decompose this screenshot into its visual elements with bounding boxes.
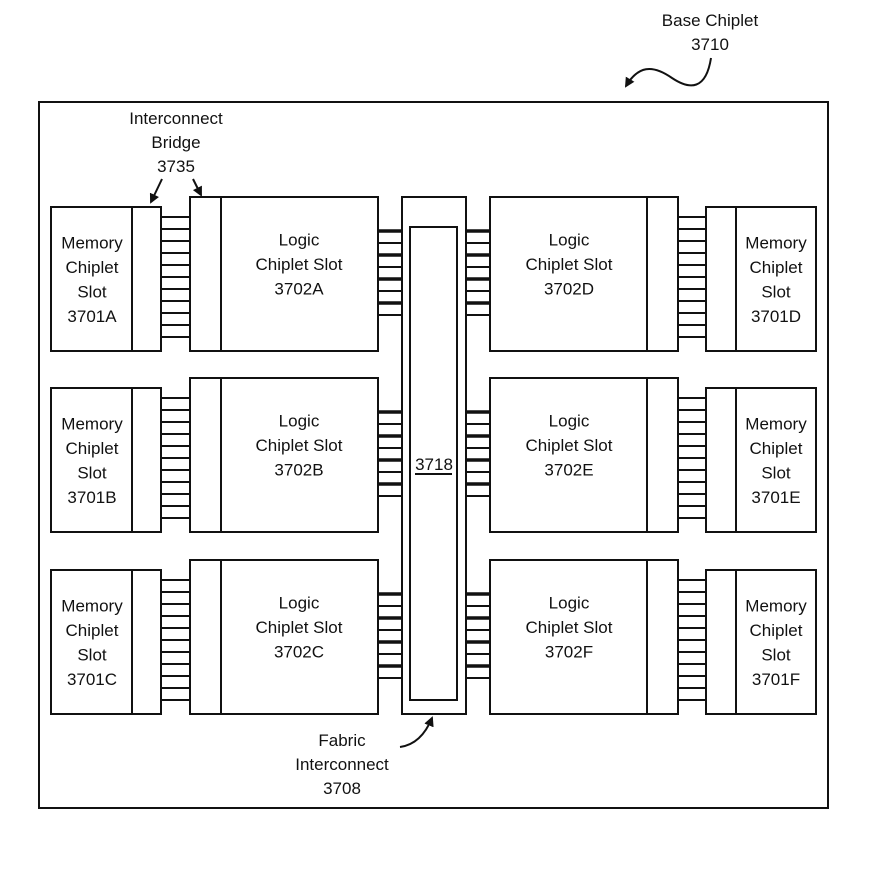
memory-slot-e-label-line4: 3701E [751,488,800,507]
memory-slot-d-label-line1: Memory [745,233,807,252]
fabric-interconnect-label-line3: 3708 [323,779,361,798]
logic-slot-f-label-line3: 3702F [545,643,593,662]
logic-slot-c-label-line3: 3702C [274,643,324,662]
memory-slot-f-label-line3: Slot [761,645,791,664]
memory-slot-c-label-line3: Slot [77,645,107,664]
fabric-interconnect-inner [409,226,458,701]
memory-slot-e-label-line3: Slot [761,463,791,482]
memory-chiplet-slot-f [705,569,817,715]
interconnect-bridge-label-line1: Interconnect [129,109,223,128]
memory-chiplet-slot-a [50,206,162,352]
memory-chiplet-slot-b [50,387,162,533]
logic-slot-b-label-line3: 3702B [274,461,323,480]
memory-slot-f-label-line4: 3701F [752,670,800,689]
logic-chiplet-slot-c [189,559,379,715]
fabric-interconnect-label-line2: Interconnect [295,755,389,774]
logic-chiplet-slot-d [489,196,679,352]
memory-slot-d-label-line2: Chiplet [750,258,803,277]
logic-chiplet-slot-a [189,196,379,352]
memory-slot-b-label-line1: Memory [61,414,123,433]
logic-slot-f-label-line1: Logic [549,594,590,613]
logic-slot-a-label-line1: Logic [279,231,320,250]
logic-slot-a-label-line2: Chiplet Slot [256,255,343,274]
interconnect-bridge-arrow-right [192,178,202,197]
memory-chiplet-slot-c [50,569,162,715]
fabric-interconnect-arrow [399,716,434,748]
logic-slot-d-label-line1: Logic [549,231,590,250]
memory-slot-b-label-line4: 3701B [67,488,116,507]
logic-chiplet-slot-b [189,377,379,533]
base-chiplet-label-line1: Base Chiplet [662,11,759,30]
logic-slot-f-label-line2: Chiplet Slot [526,618,613,637]
logic-slot-c-label-line1: Logic [279,594,320,613]
logic-slot-e-label-line2: Chiplet Slot [526,436,613,455]
memory-slot-e-label-line2: Chiplet [750,439,803,458]
memory-slot-c-label-line1: Memory [61,596,123,615]
memory-slot-b-label-line3: Slot [77,463,107,482]
memory-slot-a-label-line4: 3701A [67,307,117,326]
base-chiplet-arrow [624,57,712,88]
logic-slot-d-label-line3: 3702D [544,280,594,299]
memory-slot-f-label-line2: Chiplet [750,621,803,640]
logic-slot-d-label-line2: Chiplet Slot [526,255,613,274]
memory-slot-b-label-line2: Chiplet [66,439,119,458]
interconnect-bridge-label-line2: Bridge [151,133,200,152]
logic-chiplet-slot-e [489,377,679,533]
memory-slot-d-label-line3: Slot [761,282,791,301]
logic-slot-e-label-line3: 3702E [544,461,593,480]
memory-slot-f-label-line1: Memory [745,596,807,615]
memory-slot-d-label-line4: 3701D [751,307,801,326]
interconnect-bridge-arrow-left [149,178,163,204]
memory-slot-c-label-line2: Chiplet [66,621,119,640]
logic-slot-b-label-line2: Chiplet Slot [256,436,343,455]
logic-chiplet-slot-f [489,559,679,715]
fabric-interconnect-label-line1: Fabric [318,731,366,750]
interconnect-bridge-label-line3: 3735 [157,157,195,176]
logic-slot-e-label-line1: Logic [549,412,590,431]
memory-slot-c-label-line4: 3701C [67,670,117,689]
base-chiplet-label-line2: 3710 [691,35,729,54]
memory-slot-a-label-line3: Slot [77,282,107,301]
memory-slot-e-label-line1: Memory [745,414,807,433]
memory-slot-a-label-line1: Memory [61,233,123,252]
memory-chiplet-slot-d [705,206,817,352]
fabric-inner-label: 3718 [415,455,453,474]
logic-slot-b-label-line1: Logic [279,412,320,431]
memory-slot-a-label-line2: Chiplet [66,258,119,277]
logic-slot-a-label-line3: 3702A [274,280,324,299]
logic-slot-c-label-line2: Chiplet Slot [256,618,343,637]
memory-chiplet-slot-e [705,387,817,533]
